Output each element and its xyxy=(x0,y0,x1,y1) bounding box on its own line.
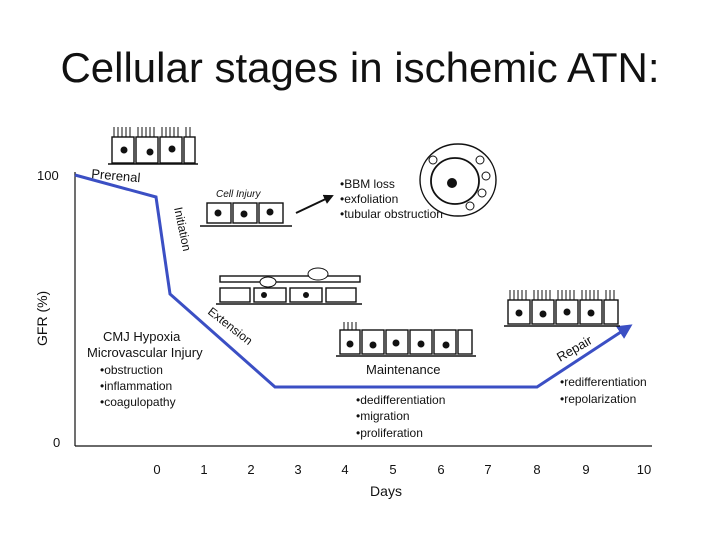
cmj-subtitle: Microvascular Injury xyxy=(87,345,203,360)
extension-cells-illustration xyxy=(216,267,362,305)
x-tick-label: 9 xyxy=(582,462,589,477)
phase-repair: Repair xyxy=(554,332,595,364)
list-item: •coagulopathy xyxy=(100,395,176,409)
x-axis-label: Days xyxy=(370,483,402,499)
injured-cells-illustration xyxy=(200,202,292,227)
list-item: •proliferation xyxy=(356,426,423,440)
y-tick-0: 0 xyxy=(53,435,60,450)
x-tick-label: 5 xyxy=(389,462,396,477)
phase-prerenal: Prerenal xyxy=(91,166,141,185)
cell-injury-label: Cell Injury xyxy=(216,189,261,200)
list-item: •tubular obstruction xyxy=(340,207,443,221)
list-item: •migration xyxy=(356,409,410,423)
x-tick-label: 4 xyxy=(341,462,348,477)
slide-title: Cellular stages in ischemic ATN: xyxy=(60,44,660,91)
gfr-curve xyxy=(74,173,633,389)
x-tick-label: 7 xyxy=(484,462,491,477)
cmj-list: •obstruction •inflammation •coagulopathy xyxy=(100,363,176,409)
normal-cells-illustration xyxy=(108,127,198,165)
phase-extension: Extension xyxy=(205,304,255,347)
x-tick-label: 10 xyxy=(637,462,651,477)
injury-arrow xyxy=(295,194,334,214)
repair-cells-illustration xyxy=(504,290,620,327)
maintenance-cells-illustration xyxy=(336,322,476,357)
list-item: •dedifferentiation xyxy=(356,393,445,407)
x-tick-label: 3 xyxy=(294,462,301,477)
maintenance-list: •dedifferentiation •migration •prolifera… xyxy=(356,393,445,440)
cmj-title: CMJ Hypoxia xyxy=(103,329,181,344)
list-item: •repolarization xyxy=(560,392,636,406)
x-tick-label: 8 xyxy=(533,462,540,477)
repair-list: •redifferentiation •repolarization xyxy=(560,375,647,406)
x-tick-label: 0 xyxy=(153,462,160,477)
x-tick-label: 1 xyxy=(200,462,207,477)
list-item: •inflammation xyxy=(100,379,172,393)
list-item: •BBM loss xyxy=(340,177,395,191)
list-item: •exfoliation xyxy=(340,192,398,206)
y-tick-100: 100 xyxy=(37,168,59,183)
y-axis-label: GFR (%) xyxy=(34,291,50,346)
list-item: •obstruction xyxy=(100,363,163,377)
phase-initiation: Initiation xyxy=(171,206,194,253)
x-tick-label: 2 xyxy=(247,462,254,477)
exfoliated-cell-illustration xyxy=(419,143,497,217)
injury-list: •BBM loss •exfoliation •tubular obstruct… xyxy=(340,177,443,221)
list-item: •redifferentiation xyxy=(560,375,647,389)
phase-maintenance: Maintenance xyxy=(366,362,440,377)
x-tick-label: 6 xyxy=(437,462,444,477)
x-ticks: 0 1 2 3 4 5 6 7 8 9 10 xyxy=(153,462,651,477)
